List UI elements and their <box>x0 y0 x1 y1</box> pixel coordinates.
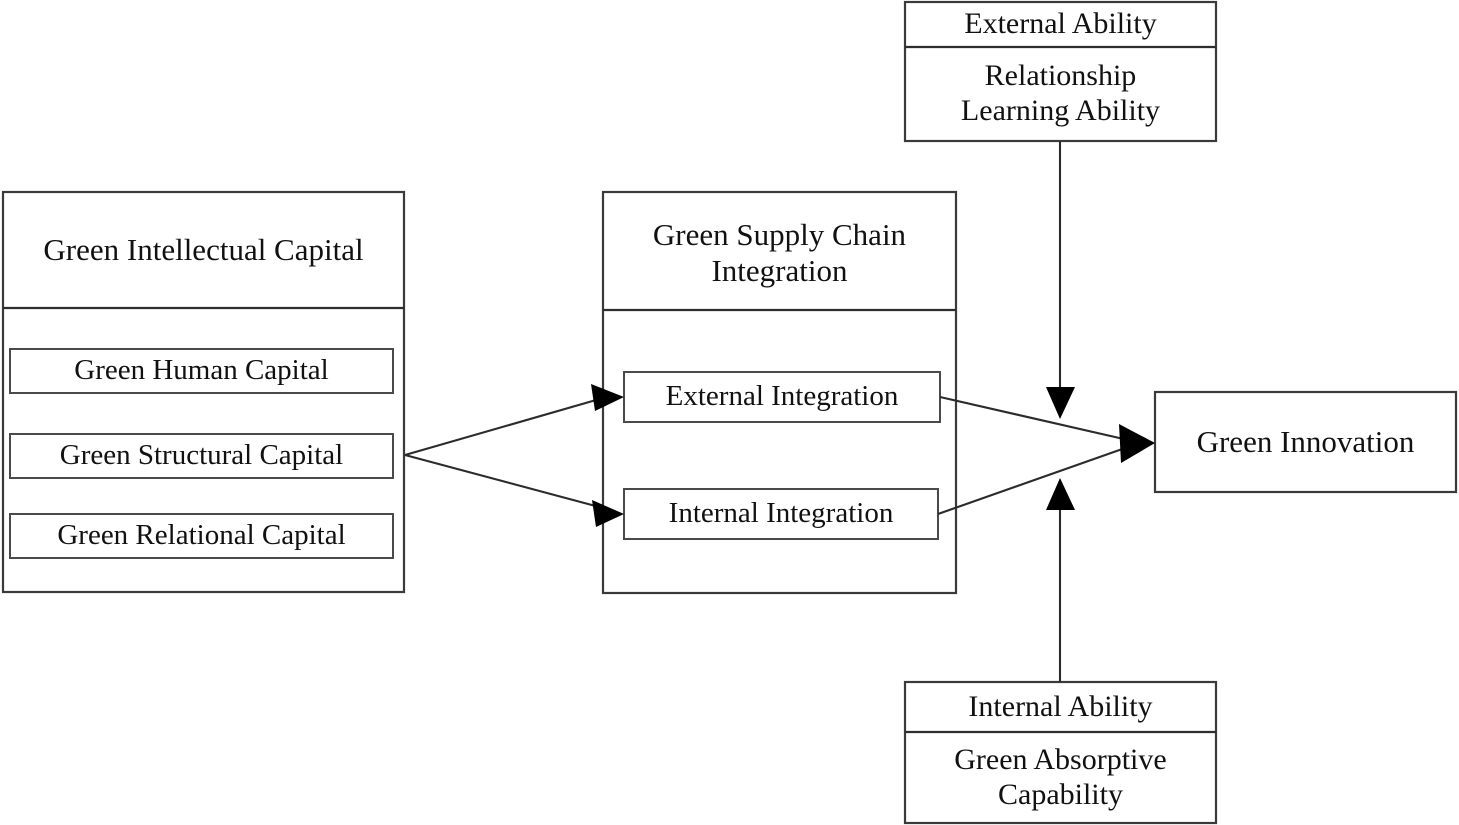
external-ability-box[interactable] <box>903 0 1218 143</box>
arrowhead-internal-ability-moderator <box>1046 478 1075 510</box>
internal-integration-box[interactable] <box>623 488 939 540</box>
connector-external-integration-to-green-innovation <box>939 395 1129 442</box>
green-structural-capital-box[interactable] <box>9 433 394 479</box>
arrowhead-external-ability-moderator <box>1046 387 1075 419</box>
arrowhead-external-integration <box>591 384 624 411</box>
green-innovation-box[interactable] <box>1153 390 1458 494</box>
green-relational-capital-box[interactable] <box>9 513 394 559</box>
green-human-capital-box[interactable] <box>9 348 394 394</box>
internal-ability-box[interactable] <box>903 680 1218 825</box>
connector-gic-to-external-integration <box>404 396 604 457</box>
external-integration-box[interactable] <box>623 371 941 423</box>
arrowhead-green-innovation <box>1119 424 1155 463</box>
arrowhead-internal-integration <box>592 500 624 527</box>
connector-gic-to-internal-integration <box>404 453 604 510</box>
connector-internal-integration-to-green-innovation <box>937 446 1129 515</box>
